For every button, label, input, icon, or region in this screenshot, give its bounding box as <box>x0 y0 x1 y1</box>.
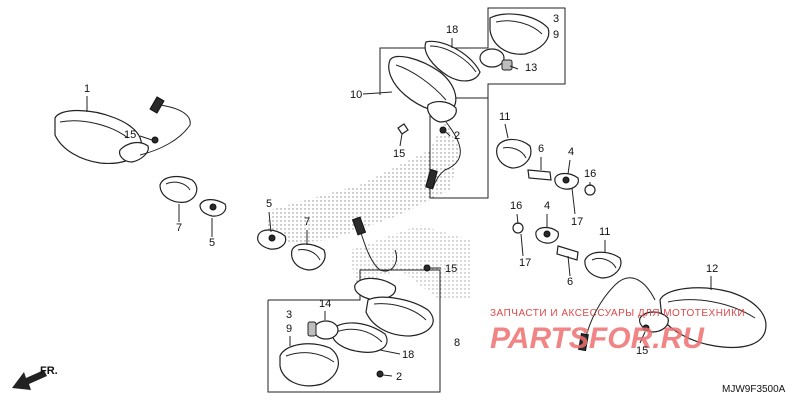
callout-c7b: 7 <box>304 216 310 228</box>
leader-lines <box>86 38 712 377</box>
lower-signal-assembly <box>279 216 434 387</box>
callout-c11a: 11 <box>499 111 510 123</box>
callout-c18b: 18 <box>402 349 414 361</box>
watermark-tagline: ЗАПЧАСТИ И АКСЕССУАРЫ ДЛЯ МОТОТЕХНИКИ <box>490 308 745 319</box>
group-frame-upper <box>379 7 566 199</box>
group-frame-lower <box>267 269 441 393</box>
right-front-signal-assembly <box>578 277 767 352</box>
callout-c10: 10 <box>350 89 362 101</box>
callout-c3a: 3 <box>553 13 559 25</box>
callout-c15b: 15 <box>393 148 405 160</box>
right-socket-lower <box>512 222 622 279</box>
callout-c6b: 6 <box>567 276 573 288</box>
right-socket-upper <box>496 138 596 196</box>
callout-c15d: 15 <box>636 345 648 357</box>
callout-c3b: 3 <box>286 309 292 321</box>
left-front-signal-assembly <box>54 96 227 217</box>
callout-c12: 12 <box>706 263 718 275</box>
direction-label: FR. <box>40 365 58 377</box>
callout-c15c: 15 <box>445 263 457 275</box>
callout-c16a: 16 <box>584 168 596 180</box>
callout-c5a: 5 <box>209 237 215 249</box>
middle-left-socket <box>257 229 326 271</box>
upper-signal-assembly <box>388 13 550 190</box>
watermark: ЗАПЧАСТИ И АКСЕССУАРЫ ДЛЯ МОТОТЕХНИКИ PA… <box>490 308 745 355</box>
callout-c15a: 15 <box>124 129 136 141</box>
diagram-code: MJW9F3500A <box>722 384 786 395</box>
callout-c8: 8 <box>454 337 460 349</box>
callout-c13: 13 <box>525 62 537 74</box>
callout-c6a: 6 <box>538 143 544 155</box>
dotted-shading <box>265 120 470 300</box>
callout-c17a: 17 <box>571 216 583 228</box>
callout-c2b: 2 <box>396 371 402 383</box>
callout-c18a: 18 <box>446 24 458 36</box>
callout-c9a: 9 <box>553 29 559 41</box>
callout-c11b: 11 <box>599 226 610 238</box>
callout-c9b: 9 <box>286 323 292 335</box>
callout-c1: 1 <box>84 83 90 95</box>
callout-c14: 14 <box>319 298 331 310</box>
callout-c17b: 17 <box>519 257 531 269</box>
front-direction-arrow: FR. <box>12 365 58 390</box>
callout-c2a: 2 <box>454 130 460 142</box>
callout-c5b: 5 <box>266 198 272 210</box>
callout-numbers: 1 15 7 5 5 7 18 3 9 13 10 2 15 11 6 4 16 17 16 4 17 11 6 12 15 14… <box>84 13 718 383</box>
callout-c4b: 4 <box>544 200 550 212</box>
callout-c4a: 4 <box>568 146 574 158</box>
callout-c7a: 7 <box>176 222 182 234</box>
callout-c16b: 16 <box>510 200 522 212</box>
watermark-brand: PARTSFOR.RU <box>490 322 705 355</box>
